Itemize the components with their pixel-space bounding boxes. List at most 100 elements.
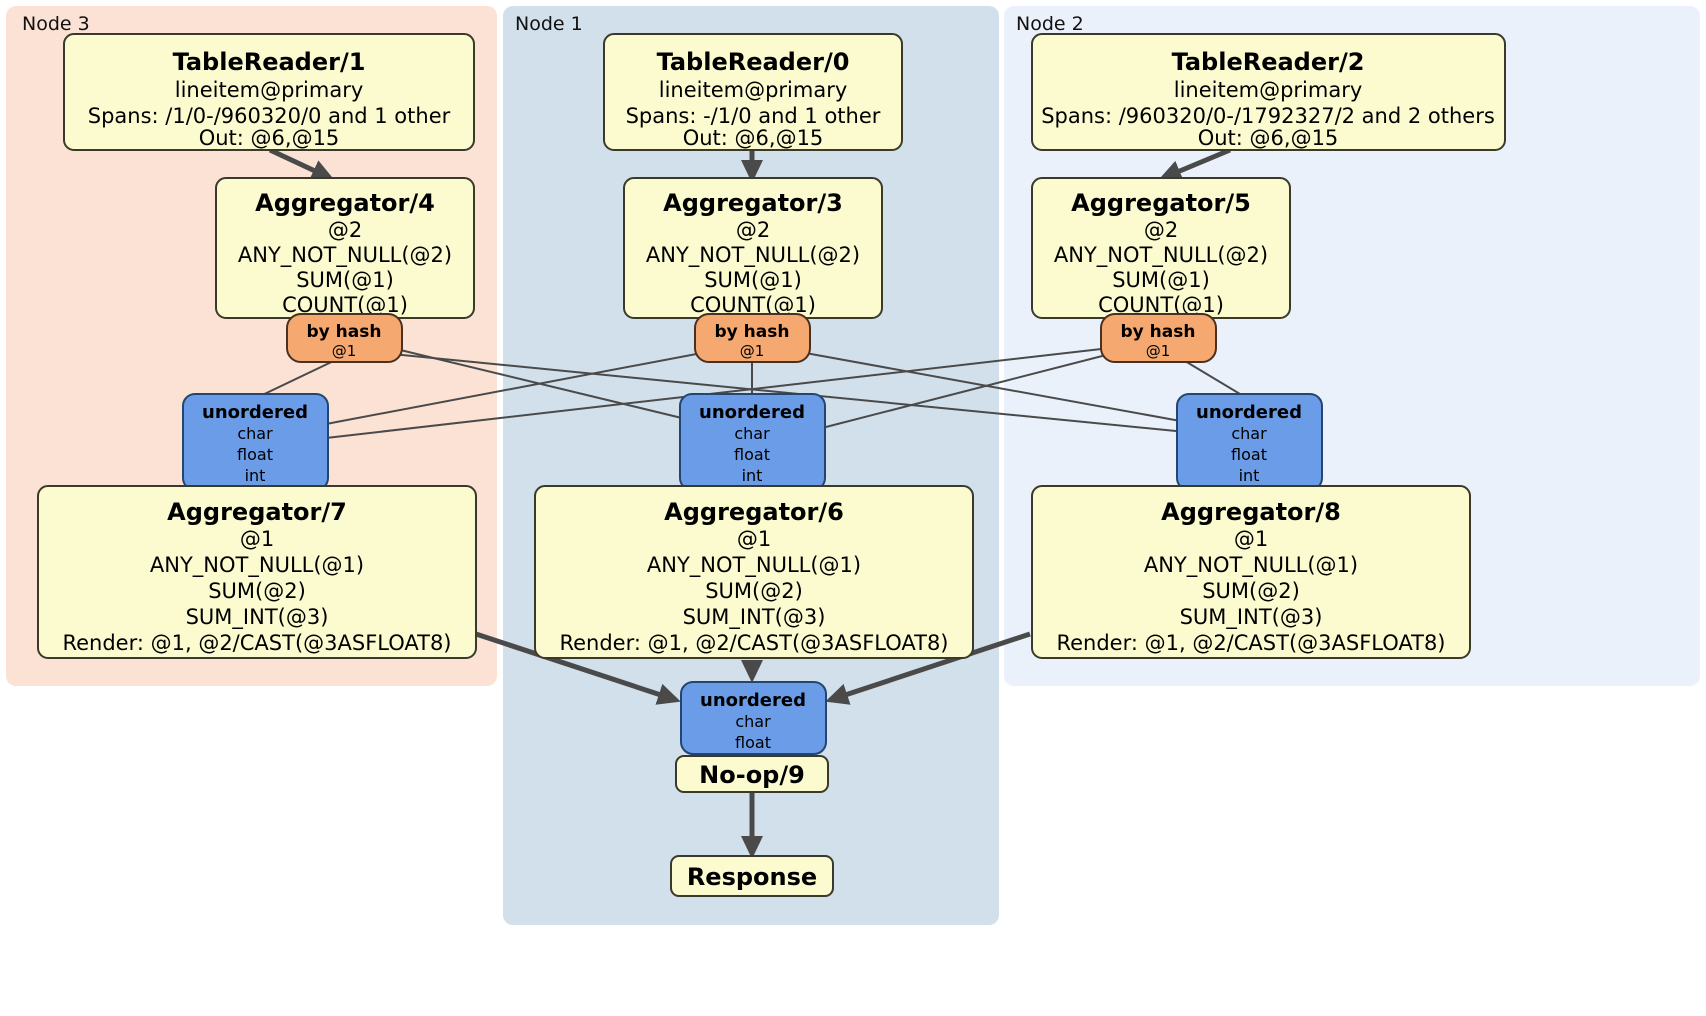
processor-table-reader-2[interactable]: TableReader/2 lineitem@primary Spans: /9… <box>1031 33 1506 151</box>
table-reader-1-line-0: lineitem@primary <box>175 78 364 102</box>
unordered-left-line-2: int <box>245 466 266 485</box>
processor-aggregator-3[interactable]: Aggregator/3 @2 ANY_NOT_NULL(@2) SUM(@1)… <box>623 177 883 319</box>
unordered-final-box[interactable] <box>680 681 827 755</box>
aggregator-7-line-4: Render: @1, @2/CAST(@3ASFLOAT8) <box>62 631 451 655</box>
receiver-unordered-right[interactable]: unordered char float int <box>1176 393 1323 491</box>
table-reader-1-line-1: Spans: /1/0-/960320/0 and 1 other <box>88 104 451 128</box>
by-hash-right-line-0: @1 <box>1146 342 1171 360</box>
aggregator-4-line-2: SUM(@1) <box>296 268 394 292</box>
aggregator-8-line-3: SUM_INT(@3) <box>1180 605 1323 630</box>
aggregator-6-title: Aggregator/6 <box>664 498 844 526</box>
unordered-mid-line-1: float <box>734 445 770 464</box>
aggregator-5-line-1: ANY_NOT_NULL(@2) <box>1054 243 1268 268</box>
table-reader-2-box[interactable] <box>1031 33 1506 151</box>
synchronizer-by-hash-left[interactable]: by hash @1 <box>286 313 403 363</box>
noop-9-title: No-op/9 <box>699 761 805 789</box>
table-reader-2-line-0: lineitem@primary <box>1174 78 1363 102</box>
aggregator-5-line-0: @2 <box>1144 218 1178 242</box>
unordered-mid-title: unordered <box>699 402 805 423</box>
by-hash-mid-box[interactable] <box>694 313 811 363</box>
table-reader-2-line-1: Spans: /960320/0-/1792327/2 and 2 others <box>1041 104 1495 128</box>
aggregator-3-title: Aggregator/3 <box>663 189 843 217</box>
processor-table-reader-1[interactable]: TableReader/1 lineitem@primary Spans: /1… <box>63 33 475 151</box>
unordered-mid-line-0: char <box>734 424 770 443</box>
processor-table-reader-0[interactable]: TableReader/0 lineitem@primary Spans: -/… <box>603 33 903 151</box>
panel-label-node-3: Node 3 <box>22 13 90 35</box>
by-hash-mid-title: by hash <box>715 322 790 342</box>
noop-9-box[interactable] <box>675 755 829 793</box>
aggregator-6-line-3: SUM_INT(@3) <box>683 605 826 630</box>
aggregator-6-line-2: SUM(@2) <box>705 579 803 603</box>
unordered-final-line-1: float <box>735 733 771 752</box>
unordered-right-line-1: float <box>1231 445 1267 464</box>
synchronizer-by-hash-mid[interactable]: by hash @1 <box>694 313 811 363</box>
edge-agg8-final <box>825 631 1031 705</box>
unordered-mid-line-2: int <box>742 466 763 485</box>
aggregator-7-line-2: SUM(@2) <box>208 579 306 603</box>
aggregator-3-line-2: SUM(@1) <box>704 268 802 292</box>
unordered-left-line-1: float <box>237 445 273 464</box>
processor-noop-9[interactable]: No-op/9 <box>675 755 829 793</box>
table-reader-0-line-0: lineitem@primary <box>659 78 848 102</box>
unordered-left-title: unordered <box>202 402 308 423</box>
aggregator-7-line-0: @1 <box>240 527 274 551</box>
aggregator-8-line-2: SUM(@2) <box>1202 579 1300 603</box>
response-title: Response <box>687 863 817 891</box>
aggregator-7-line-1: ANY_NOT_NULL(@1) <box>150 553 364 578</box>
processor-aggregator-5[interactable]: Aggregator/5 @2 ANY_NOT_NULL(@2) SUM(@1)… <box>1031 177 1291 319</box>
processor-aggregator-7[interactable]: Aggregator/7 @1 ANY_NOT_NULL(@1) SUM(@2)… <box>37 485 477 659</box>
by-hash-mid-line-0: @1 <box>740 342 765 360</box>
aggregator-7-line-3: SUM_INT(@3) <box>186 605 329 630</box>
unordered-final-title: unordered <box>700 690 806 711</box>
processor-response[interactable]: Response <box>670 855 834 897</box>
table-reader-1-title: TableReader/1 <box>173 48 366 76</box>
response-box[interactable] <box>670 855 834 897</box>
table-reader-1-box[interactable] <box>63 33 475 151</box>
aggregator-5-title: Aggregator/5 <box>1071 189 1251 217</box>
aggregator-8-line-0: @1 <box>1234 527 1268 551</box>
unordered-left-line-0: char <box>237 424 273 443</box>
processor-aggregator-4[interactable]: Aggregator/4 @2 ANY_NOT_NULL(@2) SUM(@1)… <box>215 177 475 319</box>
by-hash-left-line-0: @1 <box>332 342 357 360</box>
aggregator-8-box[interactable] <box>1031 485 1471 659</box>
aggregator-7-box[interactable] <box>37 485 477 659</box>
aggregator-8-title: Aggregator/8 <box>1161 498 1341 526</box>
table-reader-2-title: TableReader/2 <box>1172 48 1365 76</box>
edge-reader1-agg4 <box>268 147 335 181</box>
edge-agg7-final <box>475 631 681 705</box>
table-reader-1-line-2: Out: @6,@15 <box>199 126 340 150</box>
aggregator-3-line-0: @2 <box>736 218 770 242</box>
aggregator-5-line-2: SUM(@1) <box>1112 268 1210 292</box>
aggregator-8-line-1: ANY_NOT_NULL(@1) <box>1144 553 1358 578</box>
unordered-final-line-0: char <box>735 712 771 731</box>
aggregator-6-box[interactable] <box>534 485 974 659</box>
edge-reader2-agg5 <box>1158 147 1231 182</box>
aggregator-7-title: Aggregator/7 <box>167 498 347 526</box>
panel-label-node-1: Node 1 <box>515 13 583 35</box>
processor-aggregator-8[interactable]: Aggregator/8 @1 ANY_NOT_NULL(@1) SUM(@2)… <box>1031 485 1471 659</box>
panel-label-node-2: Node 2 <box>1016 13 1084 35</box>
edge-hashmid-unorderedleft <box>325 351 708 425</box>
receiver-unordered-left[interactable]: unordered char float int <box>182 393 329 491</box>
table-reader-0-title: TableReader/0 <box>657 48 850 76</box>
unordered-right-line-2: int <box>1239 466 1260 485</box>
edge-hashright-unorderedmid <box>821 353 1111 429</box>
aggregator-6-line-4: Render: @1, @2/CAST(@3ASFLOAT8) <box>559 631 948 655</box>
synchronizer-by-hash-right[interactable]: by hash @1 <box>1100 313 1217 363</box>
table-reader-0-box[interactable] <box>603 33 903 151</box>
edge-hashmid-unorderedright <box>799 351 1187 423</box>
receiver-unordered-final[interactable]: unordered char float <box>680 681 827 755</box>
receiver-unordered-mid[interactable]: unordered char float int <box>679 393 826 491</box>
by-hash-right-box[interactable] <box>1100 313 1217 363</box>
aggregator-6-line-0: @1 <box>737 527 771 551</box>
aggregator-6-line-1: ANY_NOT_NULL(@1) <box>647 553 861 578</box>
table-reader-2-line-2: Out: @6,@15 <box>1198 126 1339 150</box>
by-hash-left-box[interactable] <box>286 313 403 363</box>
aggregator-4-title: Aggregator/4 <box>255 189 435 217</box>
by-hash-right-title: by hash <box>1121 322 1196 342</box>
unordered-right-title: unordered <box>1196 402 1302 423</box>
processor-aggregator-6[interactable]: Aggregator/6 @1 ANY_NOT_NULL(@1) SUM(@2)… <box>534 485 974 659</box>
by-hash-left-title: by hash <box>307 322 382 342</box>
table-reader-0-line-1: Spans: -/1/0 and 1 other <box>626 104 881 128</box>
